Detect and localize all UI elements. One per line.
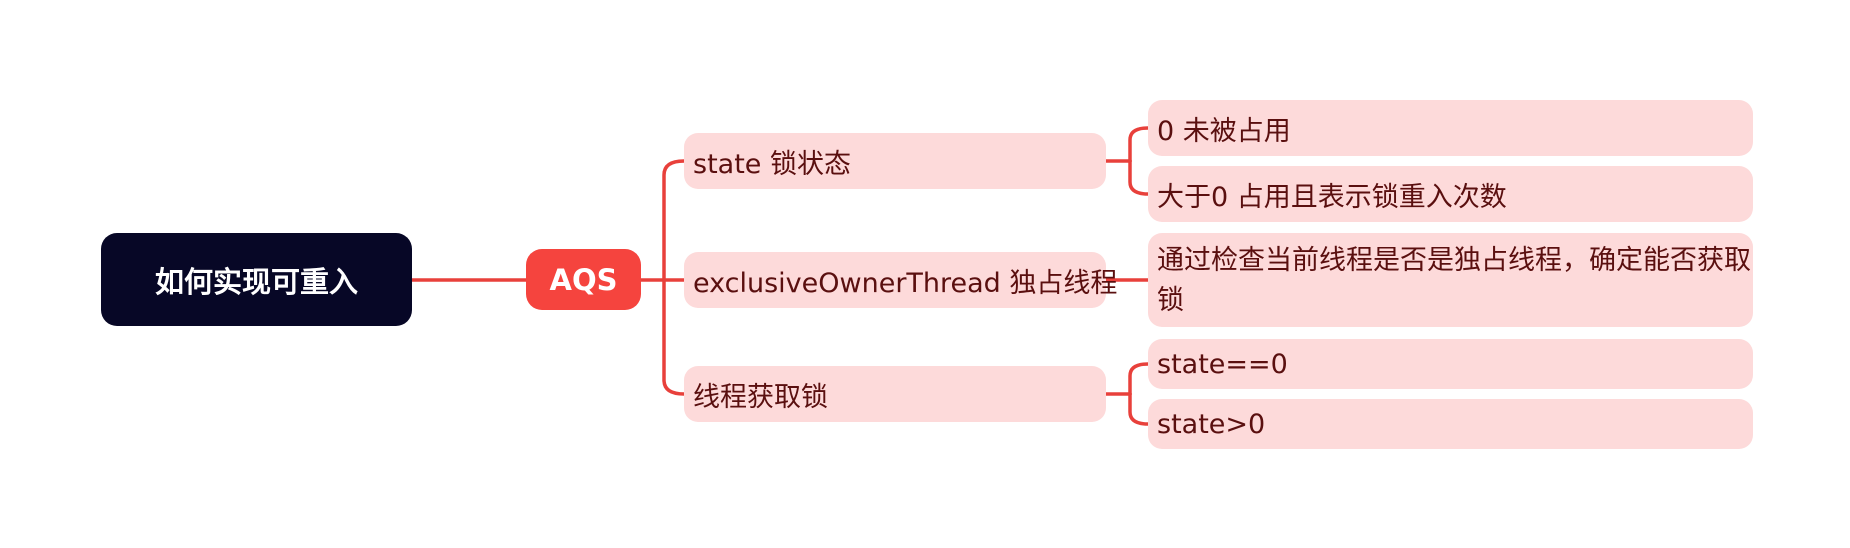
connector-to-leaf-1 [1128,126,1150,163]
leaf-node-label: 0 未被占用 [1157,115,1291,147]
leaf-node-label: state==0 [1157,348,1288,380]
branch-node-label: 线程获取锁 [693,381,828,413]
branch-node-state[interactable]: state 锁状态 [684,133,1106,189]
leaf-node-state-zero[interactable]: state==0 [1148,339,1753,389]
leaf-node-label: 大于0 占用且表示锁重入次数 [1157,181,1507,213]
connector-to-leaf-5 [1128,392,1150,426]
branch-node-owner-thread[interactable]: exclusiveOwnerThread 独占线程 [684,252,1117,308]
connector-to-leaf-4 [1128,362,1150,396]
leaf-node-state-positive[interactable]: state>0 [1148,399,1753,449]
leaf-node-owner-check[interactable]: 通过检查当前线程是否是独占线程，确定能否获取锁 [1148,233,1753,327]
leaf-node-unoccupied[interactable]: 0 未被占用 [1148,100,1753,156]
leaf-node-label: state>0 [1157,408,1266,440]
branch-node-label: state 锁状态 [693,148,851,180]
root-node-label: 如何实现可重入 [154,264,358,299]
connector-to-branch-3 [662,278,686,396]
root-node[interactable]: 如何实现可重入 [101,233,412,326]
leaf-node-label: 通过检查当前线程是否是独占线程，确定能否获取锁 [1157,245,1751,316]
connector-to-branch-1 [662,159,686,282]
leaf-node-reentry-count[interactable]: 大于0 占用且表示锁重入次数 [1148,166,1753,222]
hub-node-label: AQS [549,262,618,297]
connector-to-leaf-2 [1128,159,1150,196]
branch-node-acquire-lock[interactable]: 线程获取锁 [684,366,1106,422]
branch-node-label: exclusiveOwnerThread 独占线程 [693,267,1118,299]
hub-node-aqs[interactable]: AQS [526,249,641,310]
